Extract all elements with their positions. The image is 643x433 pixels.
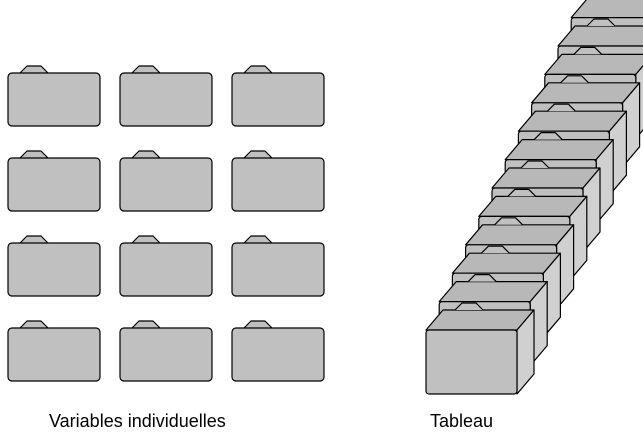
individual-variables-grid (8, 66, 324, 381)
folder-icon (8, 66, 100, 126)
folder-icon (232, 321, 324, 381)
folder-icon (232, 236, 324, 296)
array-stack (426, 0, 643, 394)
folder-icon (232, 66, 324, 126)
individual-variables-caption: Variables individuelles (49, 411, 226, 431)
array-caption: Tableau (430, 411, 493, 431)
folder-icon (8, 321, 100, 381)
folder-icon (120, 66, 212, 126)
folder-icon (8, 151, 100, 211)
folder-icon (120, 321, 212, 381)
folder-icon (8, 236, 100, 296)
folder-icon (120, 151, 212, 211)
folder-icon (232, 151, 324, 211)
folder-icon (426, 303, 534, 394)
folder-icon (120, 236, 212, 296)
